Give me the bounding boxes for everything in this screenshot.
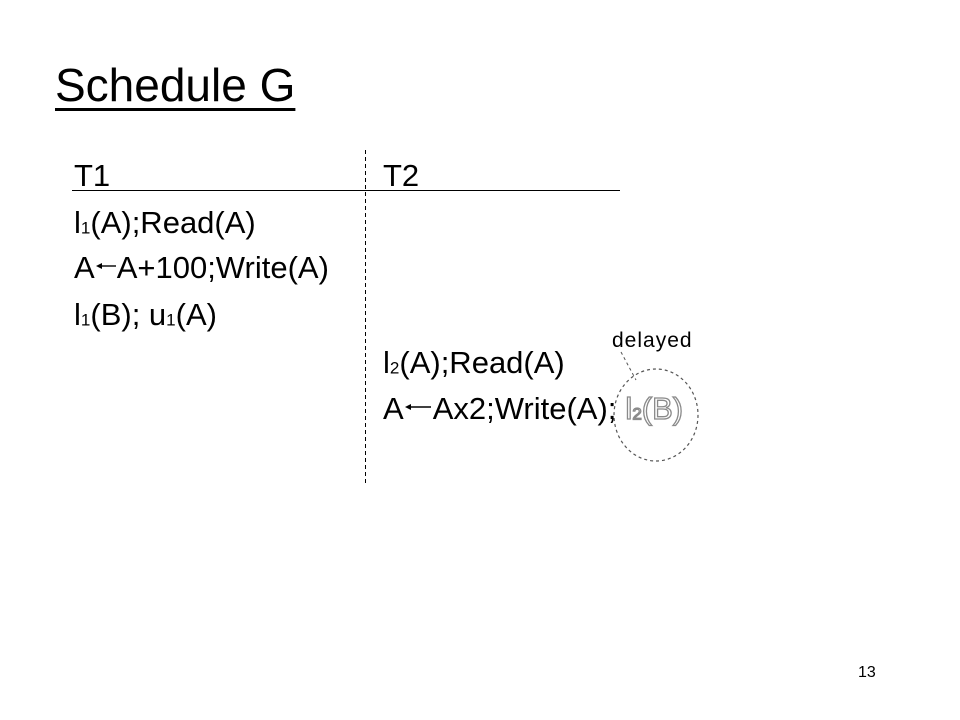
left-arrow-icon xyxy=(404,404,431,410)
column-divider xyxy=(365,150,366,485)
txn-subscript: 1 xyxy=(166,310,176,330)
delayed-leader-line xyxy=(620,351,637,381)
t1-step-lock-b-unlock-a: l1(B); u1(A) xyxy=(74,297,217,338)
t1-step-update-a: A A+100;Write(A) xyxy=(74,250,329,286)
t2-step-update-a: A Ax2;Write(A);l2(B) xyxy=(383,390,684,432)
step-text: Ax2;Write(A); xyxy=(432,391,617,426)
step-text: (B) xyxy=(641,390,684,426)
step-text: (A);Read(A) xyxy=(399,345,565,380)
lock-op: l xyxy=(74,205,81,240)
txn-subscript: 1 xyxy=(80,218,91,238)
txn-subscript: 1 xyxy=(80,310,91,330)
lock-op: l xyxy=(383,345,390,380)
left-arrow-icon xyxy=(95,263,116,269)
t1-step-lock-a: l1(A);Read(A) xyxy=(74,205,256,246)
lock-op: l xyxy=(74,297,81,332)
assign-target: A xyxy=(383,391,404,426)
txn-subscript: 2 xyxy=(389,358,400,378)
lock-op: l xyxy=(625,390,633,426)
step-text: (A);Read(A) xyxy=(90,205,256,240)
step-text: (B); u xyxy=(90,297,167,332)
delayed-label: delayed xyxy=(612,329,693,352)
t2-header: T2 xyxy=(383,158,420,193)
txn-subscript: 2 xyxy=(632,404,643,424)
header-rule xyxy=(72,190,620,191)
t2-step-lock-a: l2(A);Read(A) xyxy=(383,345,565,386)
delayed-lock-request: l2(B) xyxy=(625,390,684,426)
assign-target: A xyxy=(74,250,95,285)
page-number: 13 xyxy=(858,664,876,681)
step-text: A+100;Write(A) xyxy=(116,250,329,285)
step-text: (A) xyxy=(175,297,217,332)
slide-title: Schedule G xyxy=(55,59,296,111)
t1-header: T1 xyxy=(74,158,111,193)
